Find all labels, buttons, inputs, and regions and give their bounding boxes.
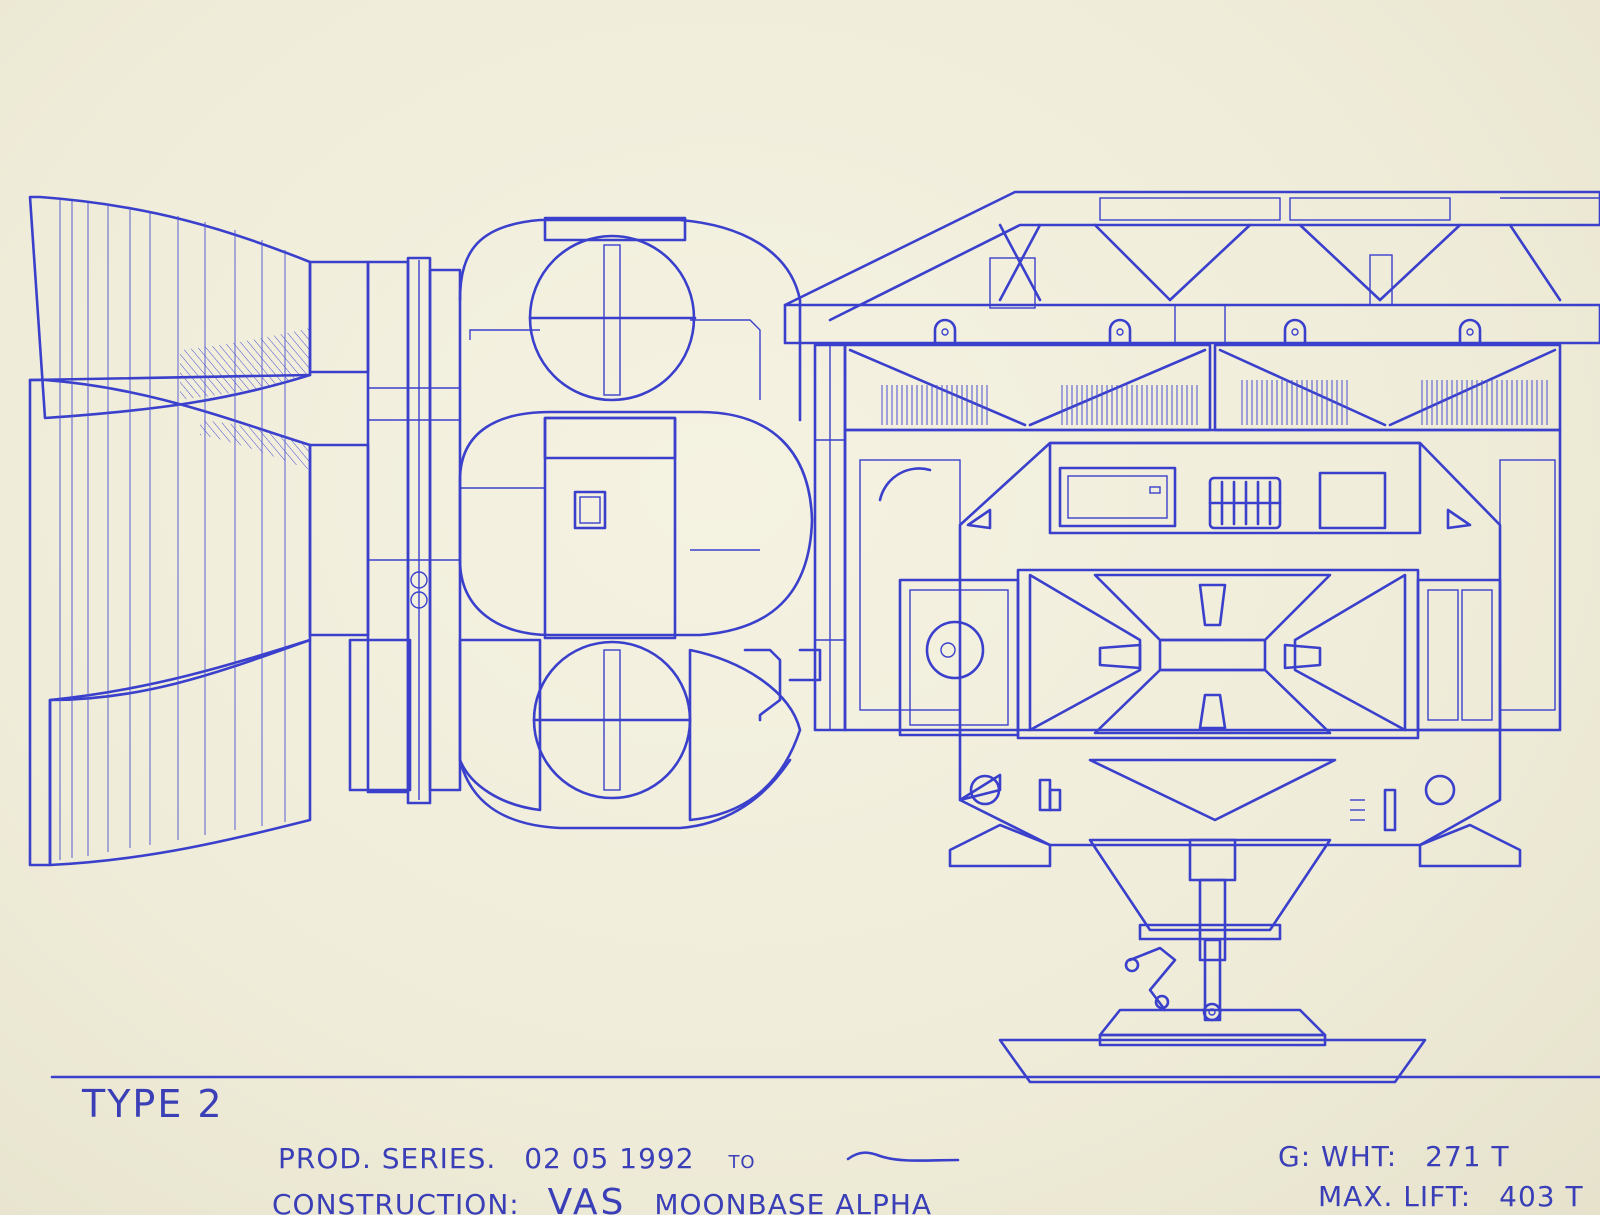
production-series-dates: 02 05 1992 — [524, 1142, 695, 1175]
max-lift-label: MAX. LIFT: — [1318, 1180, 1472, 1213]
engine-nozzle — [28, 195, 312, 867]
type-label: TYPE 2 — [82, 1082, 224, 1126]
production-series-to: TO — [728, 1152, 756, 1173]
gross-weight-row: G: WHT: 271 T — [1278, 1140, 1510, 1173]
production-series-row: PROD. SERIES. 02 05 1992 TO — [278, 1142, 756, 1175]
cargo-frame — [843, 343, 1562, 732]
landing-leg — [998, 838, 1427, 1084]
gross-weight-label: G: WHT: — [1278, 1140, 1398, 1173]
production-series-label: PROD. SERIES. — [278, 1142, 497, 1175]
max-lift-row: MAX. LIFT: 403 T — [1318, 1180, 1584, 1213]
fuel-tank-cluster — [458, 216, 822, 830]
gross-weight-value: 271 T — [1425, 1140, 1510, 1173]
construction-site: MOONBASE ALPHA — [654, 1188, 933, 1215]
top-truss-frame — [783, 190, 1600, 345]
construction-label: CONSTRUCTION: — [272, 1188, 520, 1215]
engine-collar — [308, 256, 462, 805]
passenger-pod — [898, 441, 1522, 868]
construction-row: CONSTRUCTION: VAS MOONBASE ALPHA — [272, 1182, 932, 1215]
series-continuation-mark — [846, 1151, 960, 1162]
max-lift-value: 403 T — [1499, 1180, 1584, 1213]
construction-org: VAS — [547, 1182, 627, 1215]
